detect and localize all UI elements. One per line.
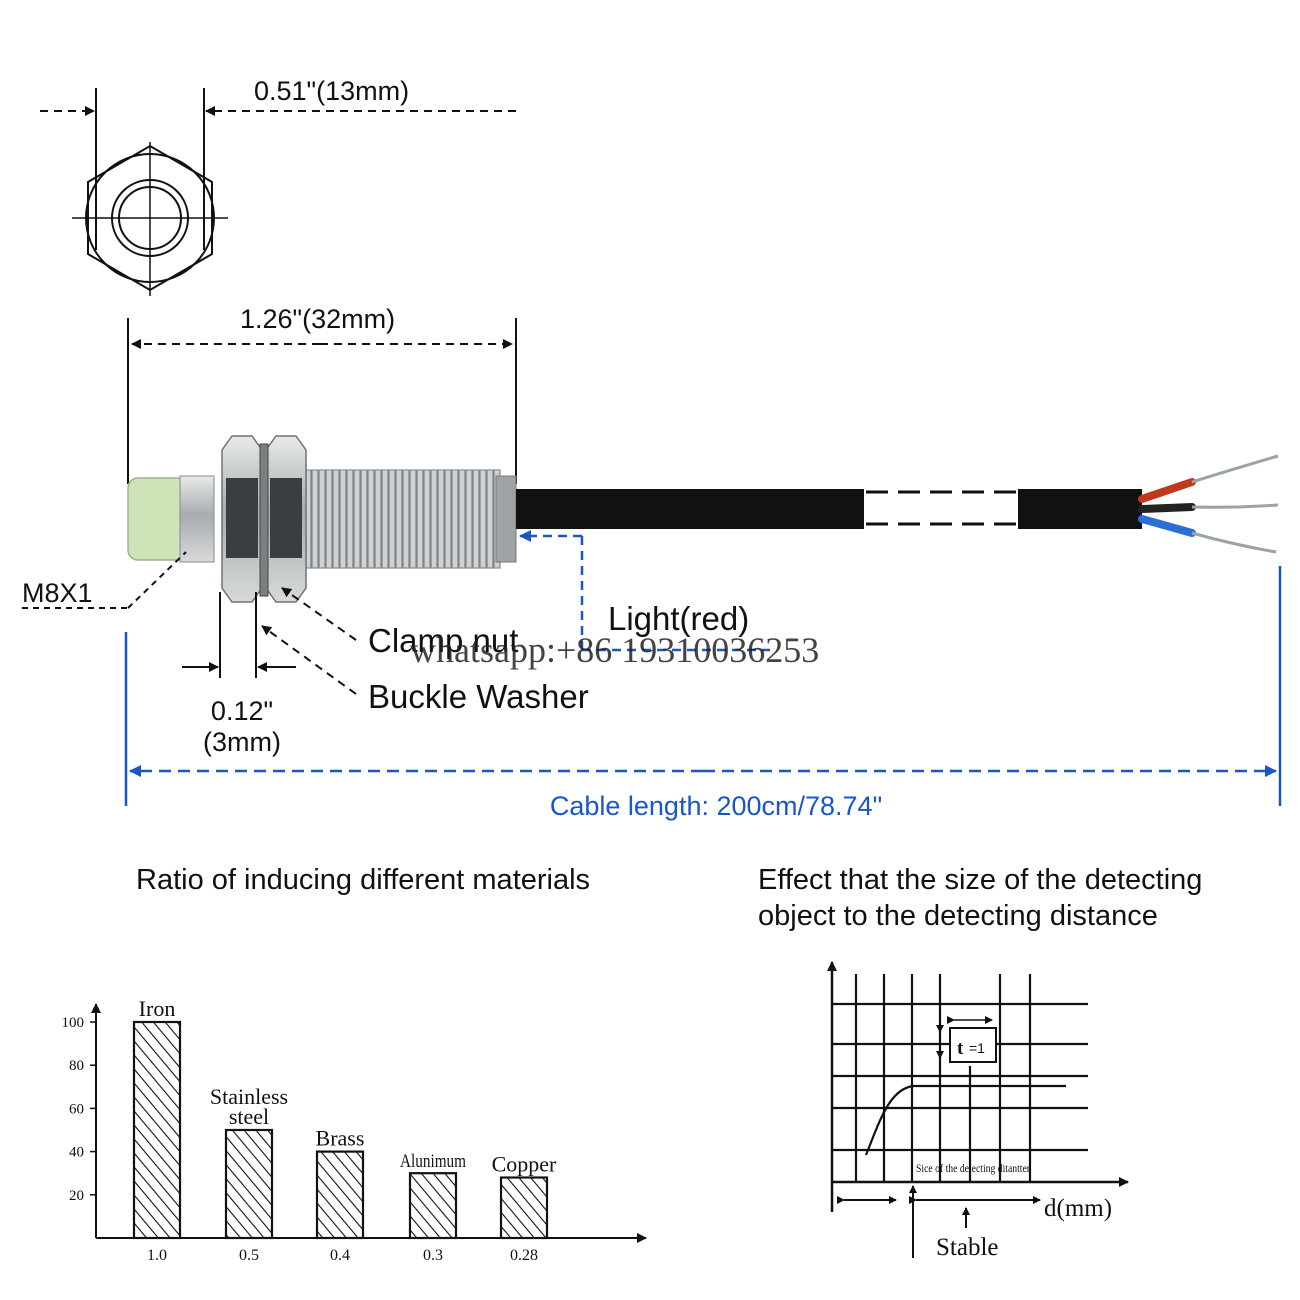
bar-category-label: Iron — [139, 996, 176, 1021]
cable-length-label: Cable length: 200cm/78.74" — [550, 791, 882, 821]
detect-distance-caption: Sice of the delecting ditantter — [916, 1161, 1030, 1175]
distance-chart-title-line2: object to the detecting distance — [758, 900, 1158, 932]
x-tick-label: 0.5 — [239, 1247, 259, 1264]
body-length-dimension: 1.26"(32mm) — [240, 304, 395, 334]
target-object-box — [949, 1027, 997, 1063]
stable-label: Stable — [936, 1234, 999, 1261]
thread-size-label: M8X1 — [22, 578, 93, 608]
distance-response-curve — [864, 1084, 1066, 1156]
top-view: 0.51"(13mm) — [40, 76, 516, 296]
washer-thickness-mm: (3mm) — [203, 727, 281, 757]
bar-category-label: Copper — [492, 1152, 557, 1177]
wire-black — [1138, 503, 1196, 513]
x-tick-label: 0.28 — [510, 1247, 538, 1264]
light-indicator-label: Light(red) — [608, 600, 749, 637]
side-view: 1.26"(32mm) M8X1 0.12" (3 — [22, 304, 1282, 821]
bar-category-label: Brass — [316, 1126, 365, 1151]
y-tick-label: 40 — [69, 1145, 84, 1161]
distance-chart-grid — [832, 974, 1088, 1182]
threaded-barrel — [299, 469, 501, 569]
watermark: whatsapp:+86 19310036253 — [410, 630, 819, 670]
x-tick-label: 1.0 — [147, 1247, 167, 1264]
wire-red — [1138, 478, 1196, 503]
t-equals-label: =1 — [969, 1040, 985, 1056]
bar-copper — [499, 1176, 549, 1240]
bar-stainless-steel — [224, 1128, 274, 1240]
materials-chart-title: Ratio of inducing different materials — [136, 864, 590, 896]
buckle-washer — [259, 443, 269, 597]
bar-alunimum — [408, 1172, 458, 1240]
buckle-washer-label: Buckle Washer — [368, 678, 589, 715]
y-tick-label: 100 — [62, 1015, 85, 1031]
y-tick-label: 60 — [69, 1101, 84, 1117]
y-tick-label: 80 — [69, 1058, 84, 1074]
wire-blue — [1138, 515, 1196, 537]
distance-chart-title-line1: Effect that the size of the detecting — [758, 864, 1202, 896]
y-tick-label: 20 — [69, 1188, 84, 1204]
bar-brass — [315, 1150, 365, 1240]
x-tick-label: 0.4 — [330, 1247, 350, 1264]
bar-iron — [132, 1020, 182, 1240]
x-tick-label: 0.3 — [423, 1247, 443, 1264]
clamp-nut-label: Clamp nut — [368, 622, 518, 659]
sensing-face — [127, 477, 189, 561]
distance-effect-chart: t =1 Sice of the delecting ditantter d(m… — [827, 961, 1129, 1261]
bar-category-label: Alunimum — [400, 1151, 466, 1172]
bar-category-label: steel — [229, 1104, 269, 1129]
x-axis-label: d(mm) — [1044, 1195, 1112, 1222]
bar-category-label: Stainless — [210, 1084, 288, 1109]
top-width-dimension: 0.51"(13mm) — [254, 76, 409, 106]
t-symbol: t — [957, 1038, 964, 1059]
washer-thickness-inch: 0.12" — [211, 696, 273, 726]
cable — [516, 489, 864, 529]
